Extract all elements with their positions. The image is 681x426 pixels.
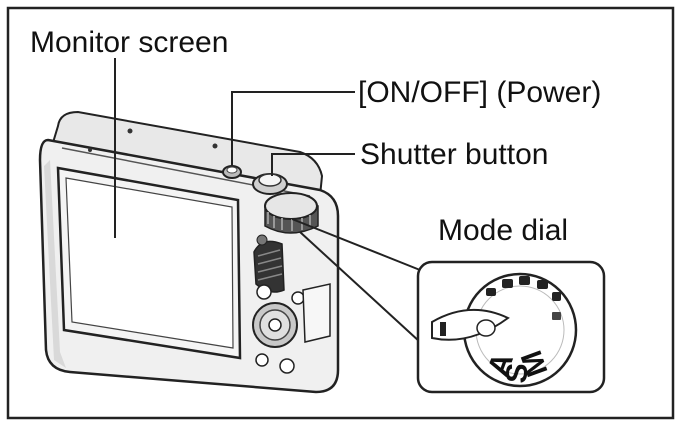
leader-shutter-button	[271, 153, 355, 176]
label-power-button: [ON/OFF] (Power)	[358, 76, 601, 109]
label-mode-dial: Mode dial	[438, 214, 568, 247]
shutter-button-graphic	[252, 173, 288, 195]
leader-mode-dial-top	[291, 218, 421, 271]
mode-dial-graphic	[264, 192, 319, 234]
leader-power-button	[231, 91, 355, 166]
label-shutter-button: Shutter button	[360, 138, 548, 171]
power-button-graphic	[222, 165, 242, 179]
leader-mode-dial-bottom	[299, 231, 421, 343]
leader-lines	[114, 58, 421, 343]
dial-mark-s: S	[500, 362, 535, 385]
monitor-screen	[56, 166, 242, 360]
label-monitor-screen: Monitor screen	[30, 26, 228, 59]
mode-dial-inset: A S M	[416, 260, 606, 394]
rear-controls	[252, 234, 331, 374]
